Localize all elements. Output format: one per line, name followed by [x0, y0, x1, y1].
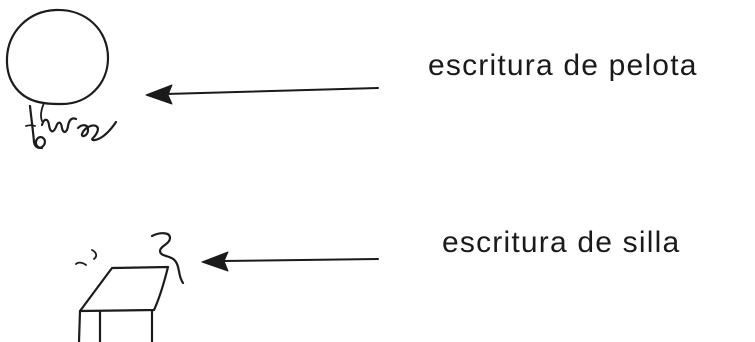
arrow-left-icon — [145, 84, 379, 105]
chair-scribble-icon — [75, 232, 185, 342]
ball-scribble-icon — [5, 8, 118, 150]
caption-chair: escritura de silla — [442, 226, 680, 259]
caption-ball: escritura de pelota — [428, 49, 698, 82]
row-ball: escritura de pelota — [5, 8, 698, 150]
arrow-left-icon — [201, 251, 379, 272]
row-chair: escritura de silla — [75, 226, 680, 342]
